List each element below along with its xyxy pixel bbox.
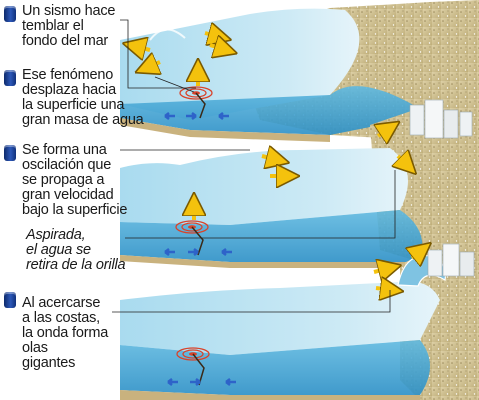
caption-step4: Al acercarse a las costas, la onda forma… (22, 295, 109, 371)
panel-3 (112, 244, 479, 400)
panel-2-blue-arrows (164, 248, 232, 256)
panel-2-fault-line (191, 226, 204, 256)
panel-1-water-front (120, 86, 430, 135)
bullet-step4 (4, 292, 16, 308)
panel-1 (120, 0, 479, 142)
caption-step2: Ese fenómeno desplaza hacia la superfici… (22, 67, 144, 128)
panel-1-surface-bump (149, 28, 186, 41)
panel-1-yellow-arrows (134, 33, 226, 86)
panel-2-leader-2 (125, 170, 396, 239)
panel-3-epicenter-rings (176, 347, 210, 361)
bullet-step2 (4, 70, 16, 86)
bullet-step1 (4, 6, 16, 22)
panel-3-fault-line (192, 353, 205, 386)
panel-3-water-surface (120, 281, 440, 355)
caption-step1: Un sismo hace temblar el fondo del mar (22, 3, 116, 49)
panel-3-leader-1 (112, 290, 391, 313)
panel-2-buildings (409, 99, 473, 139)
panel-3-buildings (427, 243, 475, 277)
panel-1-blue-arrows (164, 112, 229, 120)
caption-step3: Se forma una oscilación que se propaga a… (22, 142, 128, 218)
panel-3-seabed (120, 390, 420, 400)
panel-3-blue-arrows (167, 378, 236, 386)
panel-1-leader-2 (154, 76, 195, 93)
panel-2 (120, 99, 479, 268)
panel-2-seabed (120, 255, 420, 268)
panel-1-seabed (120, 118, 330, 142)
panel-1-fault-line (195, 92, 206, 119)
panel-1-leader-1 (120, 19, 196, 89)
caption-step3-note: Aspirada, el agua se retira de la orilla (26, 227, 126, 273)
bullet-step3 (4, 145, 16, 161)
panel-2-yellow-arrows (194, 128, 408, 220)
panel-3-yellow-arrows (373, 250, 422, 290)
